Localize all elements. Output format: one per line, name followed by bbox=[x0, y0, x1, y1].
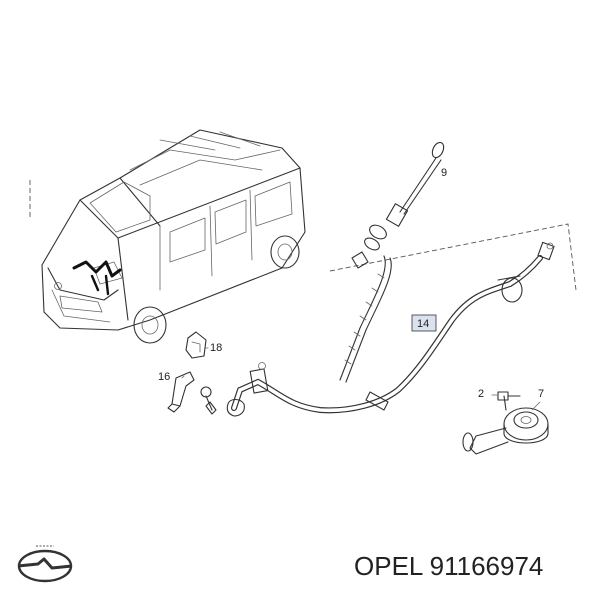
part-7-slave-cylinder bbox=[462, 395, 549, 455]
part-number: 91166974 bbox=[429, 551, 544, 581]
part-2-bolt bbox=[497, 391, 521, 401]
callout-16: 16 bbox=[158, 371, 170, 383]
callout-9: 9 bbox=[441, 167, 447, 179]
callout-7: 7 bbox=[538, 388, 544, 400]
callout-18: 18 bbox=[210, 342, 222, 354]
opel-lightning-logo-icon bbox=[17, 545, 73, 583]
part-9-pedal-rod bbox=[351, 141, 445, 269]
brand-name: OPEL bbox=[354, 551, 423, 581]
part-18-clip bbox=[185, 331, 207, 359]
callout-14-box: 14 bbox=[411, 314, 437, 332]
callout-14: 14 bbox=[417, 318, 429, 330]
van-illustration bbox=[41, 129, 306, 344]
leader-lines bbox=[181, 347, 541, 411]
dashed-guide-lines bbox=[29, 180, 577, 291]
callout-2: 2 bbox=[478, 388, 484, 400]
part-14-clutch-hose bbox=[226, 241, 555, 417]
part-caption: OPEL 91166974 bbox=[354, 551, 543, 582]
part-16-bracket bbox=[167, 371, 217, 415]
pipe-dash-marks bbox=[344, 273, 385, 365]
